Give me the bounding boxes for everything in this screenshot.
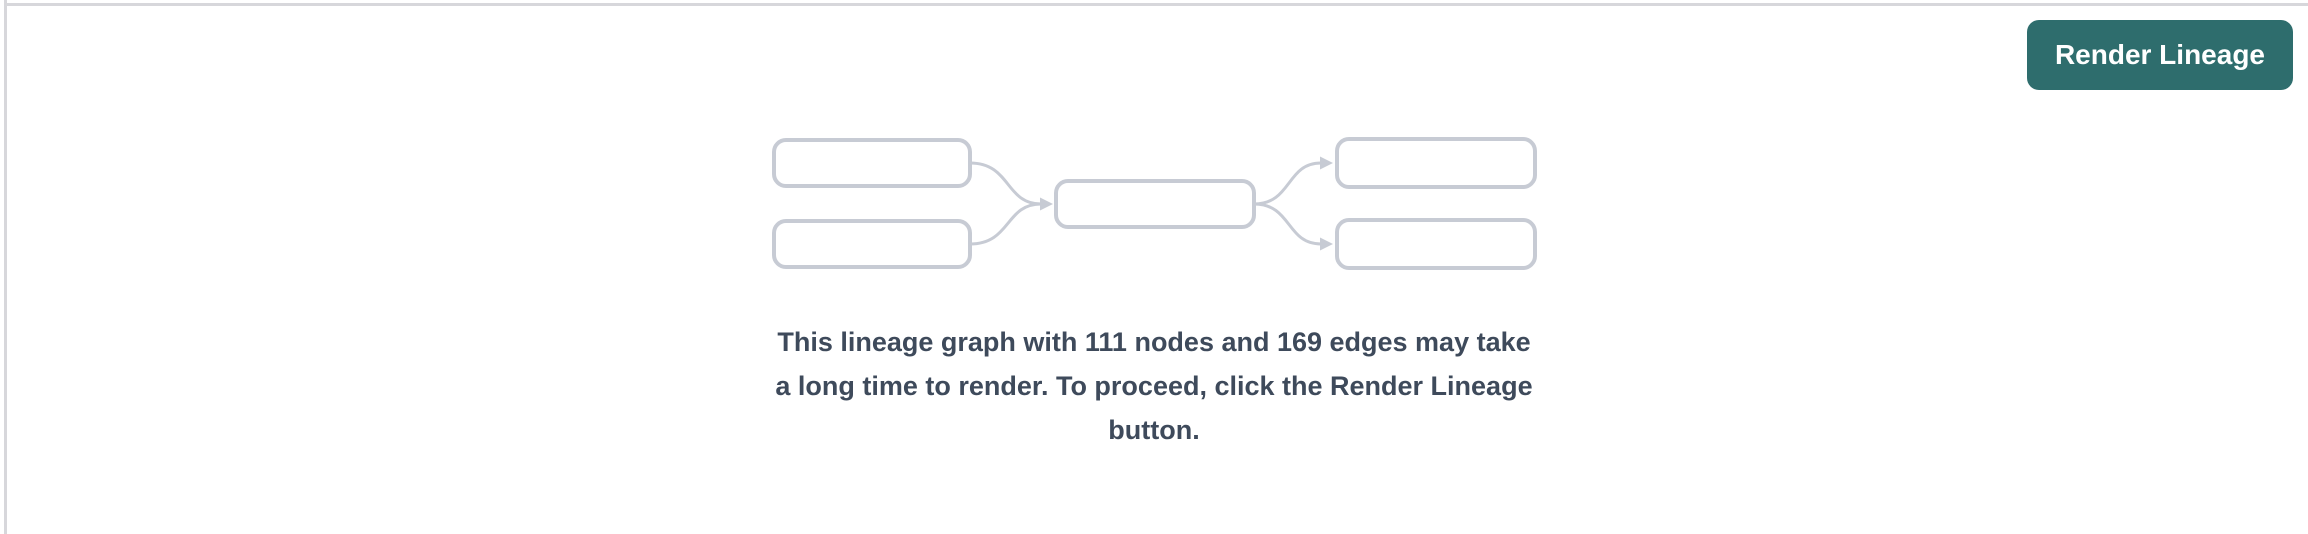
placeholder-edge [968,161,1043,206]
placeholder-node [1335,218,1537,270]
arrowhead-icon [1320,156,1333,170]
lineage-graph-illustration [772,137,1537,270]
panel-top-border [6,3,2308,6]
message-line: a long time to render. To proceed, click… [775,371,1533,401]
arrowhead-icon [1040,197,1053,211]
placeholder-edge [1252,202,1323,246]
placeholder-node [772,138,972,188]
placeholder-node [1054,179,1256,229]
message-line: This lineage graph with 111 nodes and 16… [777,327,1531,357]
placeholder-node [772,219,972,269]
placeholder-node [1335,137,1537,189]
lineage-warning-message: This lineage graph with 111 nodes and 16… [775,320,1532,452]
lineage-placeholder: This lineage graph with 111 nodes and 16… [0,130,2308,452]
render-lineage-button[interactable]: Render Lineage [2026,20,2293,90]
placeholder-edge [968,202,1043,246]
arrowhead-icon [1320,237,1333,251]
placeholder-edge [1252,161,1323,206]
message-line: button. [1108,415,1200,445]
panel-left-border [4,0,7,534]
